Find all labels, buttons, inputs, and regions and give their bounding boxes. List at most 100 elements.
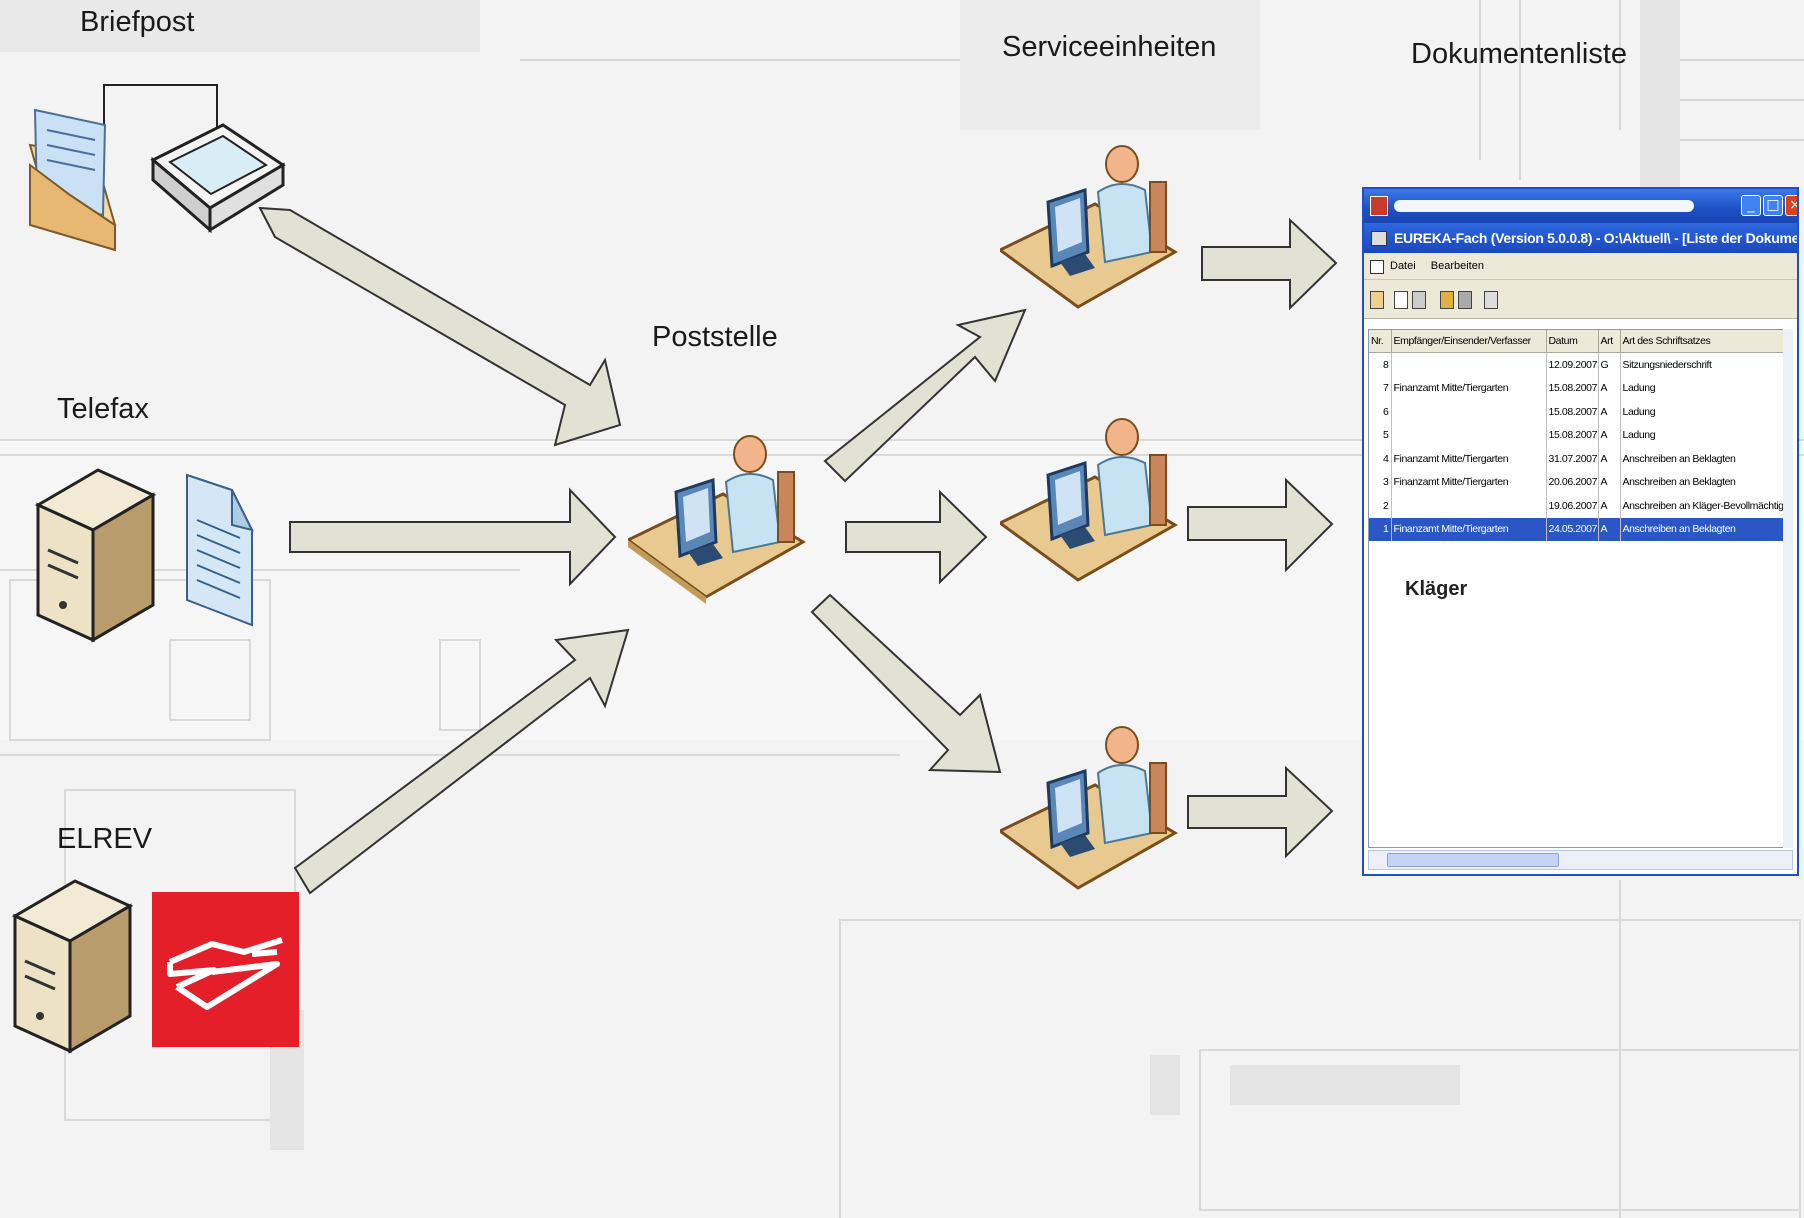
cell-datum: 12.09.2007	[1546, 352, 1599, 377]
arrow-se3-to-list	[1187, 765, 1334, 859]
redacted-title	[1394, 200, 1694, 212]
fax-document-icon	[186, 473, 254, 627]
cell-nr: 1	[1369, 517, 1392, 541]
arrow-se1-to-list	[1201, 217, 1338, 311]
cell-party	[1391, 400, 1547, 424]
window-title-text: EUREKA-Fach (Version 5.0.0.8) - O:\Aktue…	[1394, 230, 1797, 246]
elrev-server-icon	[11, 879, 134, 1054]
cell-art: A	[1598, 517, 1621, 541]
cell-datum: 15.08.2007	[1546, 376, 1599, 400]
new-document-icon[interactable]	[1394, 291, 1408, 309]
list-icon[interactable]	[1458, 291, 1472, 309]
service-unit-1-icon	[1000, 145, 1178, 309]
cell-art: A	[1598, 423, 1621, 447]
cell-nr: 5	[1369, 423, 1392, 447]
vertical-scrollbar[interactable]	[1783, 329, 1793, 848]
menu-datei[interactable]: Datei	[1390, 260, 1416, 272]
cell-datum: 19.06.2007	[1546, 494, 1599, 518]
cell-schriftsatz: Anschreiben an Beklagten	[1620, 447, 1792, 471]
klaeger-overlay: Kläger	[1405, 578, 1468, 600]
col-datum[interactable]: Datum	[1546, 330, 1599, 353]
cell-art: A	[1598, 494, 1621, 518]
app-icon	[1370, 196, 1388, 216]
cell-schriftsatz: Anschreiben an Beklagten	[1620, 517, 1792, 541]
document-list[interactable]: Nr. Empfänger/Einsender/Verfasser Datum …	[1368, 329, 1793, 848]
label-telefax: Telefax	[57, 393, 149, 425]
cell-party: Finanzamt Mitte/Tiergarten	[1391, 376, 1547, 400]
cell-schriftsatz: Anschreiben an Beklagten	[1620, 470, 1792, 494]
cell-nr: 2	[1369, 494, 1392, 518]
cell-art: A	[1598, 376, 1621, 400]
scroll-thumb[interactable]	[1387, 853, 1559, 867]
arrow-poststelle-to-se1	[823, 308, 1027, 483]
fax-server-icon	[34, 468, 157, 643]
list-header: Nr. Empfänger/Einsender/Verfasser Datum …	[1369, 330, 1792, 353]
cell-schriftsatz: Ladung	[1620, 400, 1792, 424]
document-icon	[1371, 231, 1387, 246]
maximize-button[interactable]: □	[1763, 195, 1783, 216]
cell-nr: 4	[1369, 447, 1392, 471]
cell-party	[1391, 352, 1547, 377]
cell-party	[1391, 423, 1547, 447]
col-art[interactable]: Art	[1598, 330, 1621, 353]
cell-datum: 31.07.2007	[1546, 447, 1599, 471]
cell-datum: 20.06.2007	[1546, 470, 1599, 494]
scanner-icon	[150, 123, 286, 234]
cell-art: G	[1598, 352, 1621, 377]
arrow-poststelle-to-se2	[845, 489, 988, 585]
cell-datum: 15.08.2007	[1546, 423, 1599, 447]
cell-party: Finanzamt Mitte/Tiergarten	[1391, 447, 1547, 471]
cell-art: A	[1598, 470, 1621, 494]
service-unit-2-icon	[1000, 418, 1178, 582]
minimize-button[interactable]: _	[1741, 195, 1761, 216]
service-unit-3-icon	[1000, 726, 1178, 890]
menu-bearbeiten[interactable]: Bearbeiten	[1430, 260, 1484, 272]
cell-nr: 7	[1369, 376, 1392, 400]
label-serviceeinheiten: Serviceeinheiten	[1002, 31, 1217, 63]
cell-schriftsatz: Anschreiben an Kläger-Bevollmächtigt	[1620, 494, 1792, 518]
envelope-icon	[28, 108, 117, 252]
arrow-telefax-to-poststelle	[289, 487, 617, 587]
cell-nr: 8	[1369, 352, 1392, 377]
open-icon[interactable]	[1370, 291, 1384, 309]
arrow-se2-to-list	[1187, 477, 1334, 573]
window-subtitle: EUREKA-Fach (Version 5.0.0.8) - O:\Aktue…	[1364, 223, 1797, 253]
cell-datum: 15.08.2007	[1546, 400, 1599, 424]
document-list-window: _ □ × EUREKA-Fach (Version 5.0.0.8) - O:…	[1362, 187, 1799, 876]
poststelle-worker-icon	[628, 435, 806, 604]
label-briefpost: Briefpost	[80, 6, 195, 38]
window-titlebar[interactable]: _ □ ×	[1364, 189, 1797, 223]
cell-art: A	[1598, 447, 1621, 471]
cell-nr: 6	[1369, 400, 1392, 424]
col-party[interactable]: Empfänger/Einsender/Verfasser	[1391, 330, 1547, 353]
delete-icon[interactable]	[1412, 291, 1426, 309]
col-nr[interactable]: Nr.	[1369, 330, 1392, 353]
image-icon[interactable]	[1440, 291, 1454, 309]
col-schriftsatz[interactable]: Art des Schriftsatzes	[1620, 330, 1792, 353]
cell-party: Finanzamt Mitte/Tiergarten	[1391, 517, 1547, 541]
close-button[interactable]: ×	[1785, 195, 1797, 216]
horizontal-scrollbar[interactable]	[1368, 850, 1793, 870]
cell-party: Finanzamt Mitte/Tiergarten	[1391, 470, 1547, 494]
menu-doc-icon	[1370, 260, 1384, 274]
arrow-elrev-to-poststelle	[293, 628, 630, 895]
cell-datum: 24.05.2007	[1546, 517, 1599, 541]
cell-schriftsatz: Sitzungsniederschrift	[1620, 352, 1792, 377]
cell-schriftsatz: Ladung	[1620, 376, 1792, 400]
cell-schriftsatz: Ladung	[1620, 423, 1792, 447]
arrow-briefpost-to-poststelle	[258, 206, 622, 447]
toolbar	[1364, 280, 1797, 319]
print-icon[interactable]	[1484, 291, 1498, 309]
arrow-poststelle-to-se3	[810, 593, 1002, 774]
label-poststelle: Poststelle	[652, 321, 778, 353]
cell-art: A	[1598, 400, 1621, 424]
